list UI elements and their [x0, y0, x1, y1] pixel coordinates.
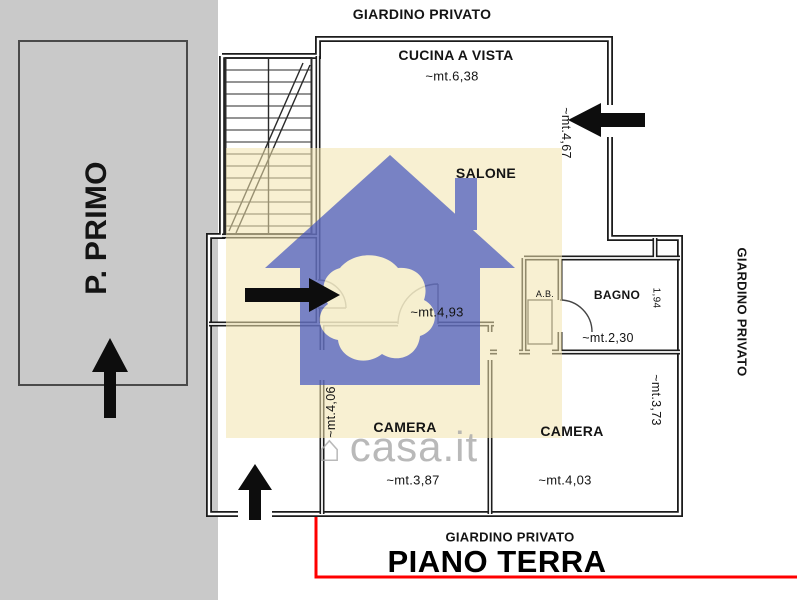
- page-title: PIANO TERRA: [387, 544, 607, 579]
- watermark-brand: ⌂casa.it: [318, 423, 478, 471]
- room-label-bath: BAGNO: [593, 288, 641, 302]
- label-floor-first: P. PRIMO: [80, 161, 113, 295]
- room-label-kitchen: CUCINA A VISTA: [398, 47, 514, 63]
- red-floor-marker-line: [314, 517, 797, 579]
- dim-right-top: ~mt.4,67: [559, 107, 573, 159]
- dim-bedroom2-width: ~mt.4,03: [538, 472, 592, 488]
- arrow-up-floor-icon: [92, 338, 128, 418]
- dim-bedroom1-height: ~mt.4,06: [324, 386, 338, 438]
- plan-walls-outer: [206, 36, 683, 517]
- adjacent-floor-panel: [0, 0, 218, 600]
- arrow-entrance-main-icon: [245, 278, 340, 312]
- dim-kitchen-width: ~mt.6,38: [425, 68, 479, 84]
- room-label-antibath: A.B.: [535, 289, 555, 299]
- room-label-living: SALONE: [455, 165, 517, 181]
- label-garden-bottom: GIARDINO PRIVATO: [445, 529, 575, 545]
- dim-bath-niche: 1,94: [650, 287, 662, 309]
- arrow-entrance-bottom-icon: [238, 464, 272, 520]
- room-label-bedroom2: CAMERA: [540, 423, 604, 439]
- watermark-brand-text: casa.it: [349, 423, 479, 470]
- room-label-bedroom1: CAMERA: [373, 419, 437, 435]
- dim-living-width: ~mt.4,93: [410, 304, 464, 320]
- label-garden-top: GIARDINO PRIVATO: [352, 6, 492, 22]
- dim-bedroom1-width: ~mt.3,87: [386, 472, 440, 488]
- arrow-entrance-top-icon: [568, 103, 645, 137]
- watermark-house-icon: [265, 155, 515, 385]
- label-garden-right: GIARDINO PRIVATO: [734, 247, 750, 377]
- dim-bedroom2-height: ~mt.3,73: [649, 374, 663, 426]
- house-icon: ⌂: [317, 428, 342, 470]
- upper-floor-outline: [18, 40, 188, 386]
- dim-bath-width: ~mt.2,30: [582, 331, 634, 345]
